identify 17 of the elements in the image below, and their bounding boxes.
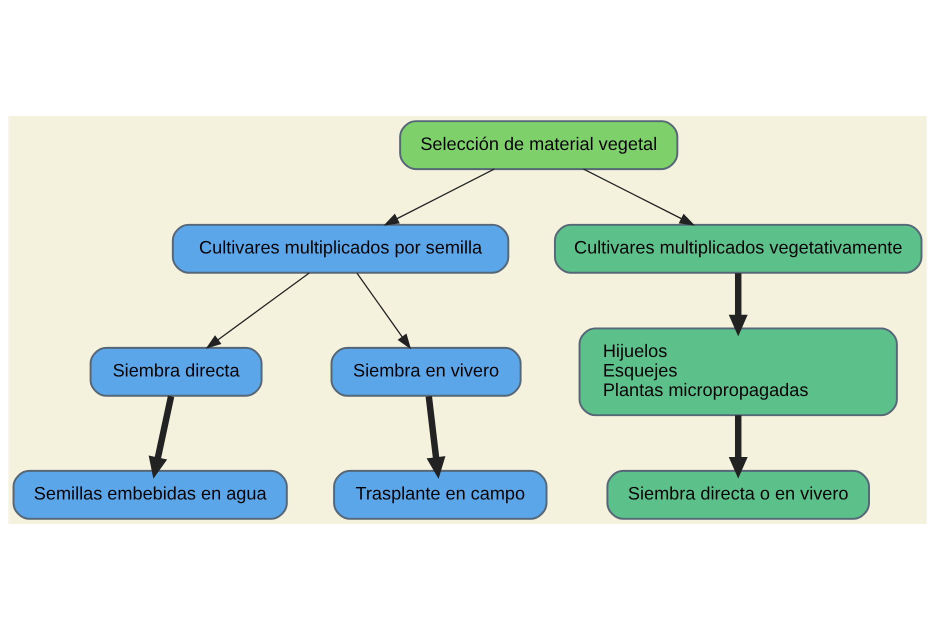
arrow	[148, 396, 174, 479]
node-box: Selección de material vegetal	[399, 120, 678, 170]
arrow	[206, 272, 310, 349]
arrow	[356, 272, 412, 350]
node-box: Siembra directa o en vivero	[606, 470, 870, 520]
node-box: Semillas embebidas en agua	[12, 470, 288, 520]
node-box: Siembra directa	[90, 346, 263, 397]
arrow	[728, 273, 748, 336]
node-box: Trasplante en campo	[333, 470, 548, 520]
arrow	[583, 168, 695, 226]
node-box: Siembra en vivero	[330, 346, 522, 397]
node-box: Cultivares multiplicados por semilla	[172, 224, 510, 274]
arrow	[426, 396, 446, 479]
arrow	[728, 415, 748, 479]
arrow	[384, 168, 495, 226]
node-box: Hijuelos Esquejes Plantas micropropagadas	[578, 327, 898, 416]
node-box: Cultivares multiplicados vegetativamente	[554, 224, 922, 274]
